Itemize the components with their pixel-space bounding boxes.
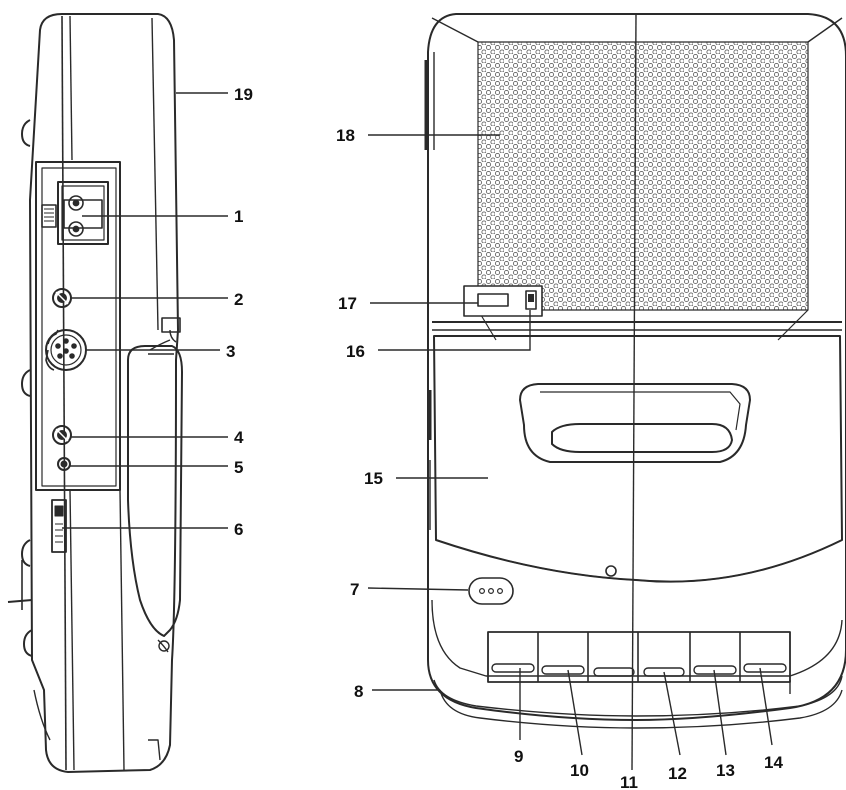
callout-16: 16 bbox=[346, 342, 365, 361]
cassette-lid bbox=[433, 335, 843, 583]
callout-3: 3 bbox=[226, 342, 235, 361]
control-switches bbox=[463, 285, 543, 317]
side-body-outline bbox=[29, 13, 179, 773]
callout-5: 5 bbox=[234, 458, 243, 477]
callout-9: 9 bbox=[514, 747, 523, 766]
side-seam bbox=[119, 489, 125, 771]
callout-12: 12 bbox=[668, 764, 687, 783]
front-view bbox=[424, 13, 846, 729]
front-body-outline bbox=[427, 13, 846, 721]
slide-switch bbox=[51, 499, 67, 553]
connector-panel bbox=[35, 161, 121, 491]
transport-button-row bbox=[487, 631, 791, 683]
callout-6: 6 bbox=[234, 520, 243, 539]
callout-8: 8 bbox=[354, 682, 363, 701]
callout-15: 15 bbox=[364, 469, 383, 488]
side-seam bbox=[69, 15, 73, 161]
side-view bbox=[7, 13, 183, 773]
leader-lines bbox=[62, 92, 773, 756]
din-socket bbox=[45, 329, 87, 371]
callout-10: 10 bbox=[570, 761, 589, 780]
side-handle bbox=[127, 345, 183, 637]
callout-11: 11 bbox=[620, 773, 638, 790]
side-bump bbox=[21, 369, 31, 397]
side-bump bbox=[23, 629, 33, 657]
side-bump bbox=[21, 539, 31, 567]
lid-handle bbox=[519, 383, 751, 463]
callout-13: 13 bbox=[716, 761, 735, 780]
center-axis-line bbox=[631, 13, 637, 771]
callout-1: 1 bbox=[234, 207, 243, 226]
ac-inlet bbox=[41, 181, 109, 245]
connector-panel-inner bbox=[41, 167, 117, 487]
jack-5 bbox=[57, 457, 71, 471]
callout-14: 14 bbox=[764, 753, 783, 772]
side-tab bbox=[161, 317, 181, 333]
jack-4 bbox=[52, 425, 72, 445]
jack-2 bbox=[52, 288, 72, 308]
side-bump bbox=[21, 119, 31, 147]
callout-18: 18 bbox=[336, 126, 355, 145]
callout-4: 4 bbox=[234, 428, 244, 447]
callout-7: 7 bbox=[350, 580, 359, 599]
lid-screw bbox=[605, 565, 617, 577]
side-seam bbox=[61, 15, 67, 771]
callout-19: 19 bbox=[234, 85, 253, 104]
antenna-stub bbox=[7, 599, 33, 603]
side-seam bbox=[151, 17, 159, 331]
led-indicator bbox=[468, 577, 514, 605]
speaker-grille bbox=[478, 42, 808, 310]
small-switch bbox=[525, 290, 537, 310]
callout-2: 2 bbox=[234, 290, 243, 309]
mode-switch bbox=[477, 293, 509, 307]
callout-17: 17 bbox=[338, 294, 357, 313]
side-seam bbox=[69, 489, 75, 771]
